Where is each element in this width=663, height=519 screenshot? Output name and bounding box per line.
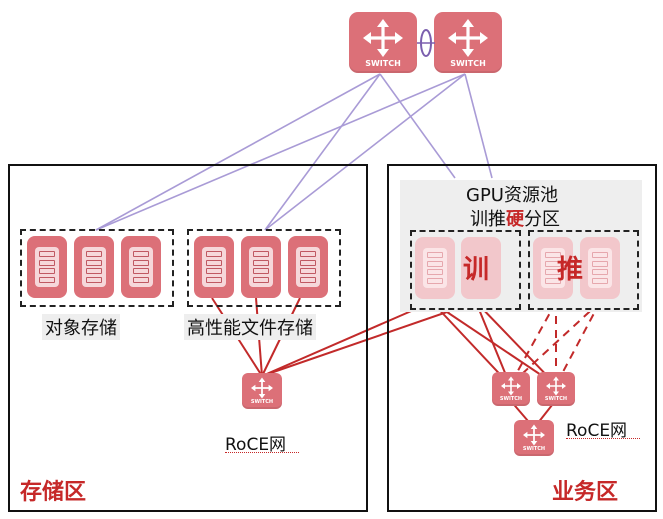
storage-zone <box>8 164 368 512</box>
business-roce-label: RoCE网 <box>566 421 628 441</box>
gpu-pool-subtitle-suffix: 分区 <box>524 209 560 230</box>
storage-roce-label: RoCE网 <box>225 435 287 455</box>
gpu-pool-subtitle: 训推硬分区 <box>470 205 560 231</box>
hp-file-storage-label: 高性能文件存储 <box>184 314 316 340</box>
train-partition <box>410 230 521 310</box>
business-zone-title: 业务区 <box>552 480 619 505</box>
storage-server <box>27 236 67 298</box>
business-leaf-switch-1: SWITCH <box>492 372 530 406</box>
hp-file-storage-group <box>187 229 341 307</box>
link-red-dashed <box>555 301 601 386</box>
switch-arrows-icon <box>448 18 488 57</box>
link-purple <box>264 73 381 231</box>
gpu-server <box>415 237 455 299</box>
storage-roce-switch: SWITCH <box>242 373 282 409</box>
switch-label: SWITCH <box>250 399 274 405</box>
link-red <box>261 301 477 377</box>
link-purple <box>95 73 466 231</box>
gpu-server <box>461 237 501 299</box>
link-purple <box>464 73 493 179</box>
switch-label: SWITCH <box>499 396 523 402</box>
business-leaf-switch-2: SWITCH <box>537 372 575 406</box>
roce-underline <box>225 452 299 453</box>
switch-arrows-icon <box>546 376 566 396</box>
link-purple <box>379 73 456 179</box>
business-spine-switch: SWITCH <box>514 420 554 456</box>
object-storage-group <box>20 229 174 307</box>
link-purple <box>264 73 466 231</box>
gpu-pool-title: GPU资源池 <box>466 185 558 206</box>
switch-label: SWITCH <box>365 58 401 68</box>
gpu-pool-subtitle-prefix: 训推 <box>470 209 506 230</box>
link-red-dashed <box>509 301 557 386</box>
train-label: 训 <box>463 255 490 285</box>
link-purple <box>95 73 381 231</box>
storage-server <box>121 236 161 298</box>
roce-underline <box>566 438 640 439</box>
core-switch-2: SWITCH <box>434 12 502 73</box>
storage-server <box>194 236 234 298</box>
core-switch-1: SWITCH <box>349 12 417 73</box>
link-red-dashed <box>509 301 601 386</box>
switch-label: SWITCH <box>522 446 546 452</box>
storage-zone-title: 存储区 <box>20 480 87 505</box>
gpu-pool-subtitle-highlight: 硬 <box>506 209 524 230</box>
gpu-server <box>580 237 620 299</box>
switch-arrows-icon <box>523 424 545 446</box>
switch-arrows-icon <box>251 377 273 399</box>
switch-arrows-icon <box>363 18 403 57</box>
link-red <box>261 301 433 377</box>
storage-server <box>74 236 114 298</box>
switch-arrows-icon <box>501 376 521 396</box>
gpu-server <box>533 237 573 299</box>
stack-link-icon <box>417 29 435 57</box>
storage-server <box>288 236 328 298</box>
link-red <box>475 301 511 386</box>
link-red <box>475 301 557 386</box>
business-zone <box>387 164 657 512</box>
infer-partition <box>528 230 639 310</box>
object-storage-label: 对象存储 <box>42 314 120 340</box>
storage-server <box>241 236 281 298</box>
link-red <box>431 301 511 386</box>
infer-label: 推 <box>557 255 584 285</box>
switch-label: SWITCH <box>450 58 486 68</box>
switch-label: SWITCH <box>544 396 568 402</box>
